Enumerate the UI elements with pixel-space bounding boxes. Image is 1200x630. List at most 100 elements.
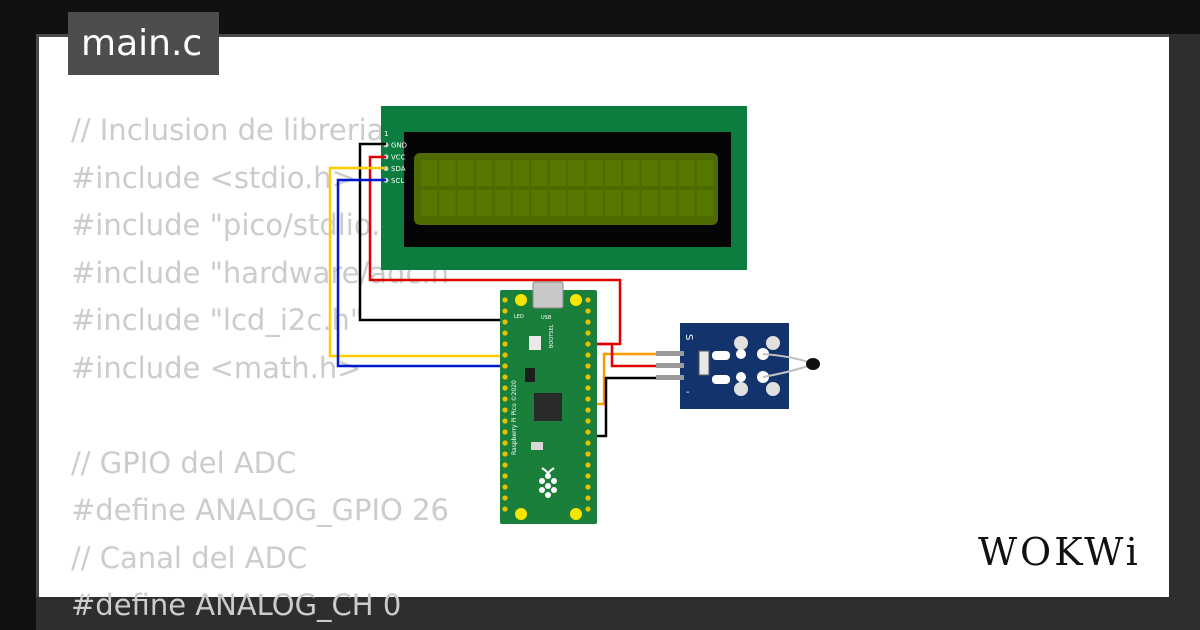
code-line: // Inclusion de librerias xyxy=(71,113,400,147)
file-tab[interactable]: main.c xyxy=(68,12,219,75)
lcd-character-cell xyxy=(623,190,640,216)
thermistor-lead-2 xyxy=(762,365,809,378)
lcd-character-cell xyxy=(568,160,585,186)
pico-pin-left[interactable] xyxy=(502,506,508,512)
pico-pin-right[interactable] xyxy=(585,385,591,391)
pico-pin-left[interactable] xyxy=(502,407,508,413)
sensor-minus-label: - xyxy=(686,387,690,398)
pico-pin-right[interactable] xyxy=(585,407,591,413)
usb-label: USB xyxy=(541,315,552,321)
pico-pin-right[interactable] xyxy=(585,473,591,479)
bootsel-button[interactable] xyxy=(529,336,541,350)
wire-gnd-sensor[interactable] xyxy=(587,376,660,438)
sensor-hole-4 xyxy=(766,382,780,396)
pico-pin-left[interactable] xyxy=(502,418,508,424)
lcd-character-cell xyxy=(641,190,658,216)
sensor-resistor xyxy=(698,350,710,376)
pico-pin-right[interactable] xyxy=(585,308,591,314)
pico-pin-right[interactable] xyxy=(585,451,591,457)
wire-vcc-sensor[interactable] xyxy=(587,342,660,368)
pico-pin-left[interactable] xyxy=(502,385,508,391)
pico-board-label: Raspberry Pi Pico ©2020 xyxy=(511,380,518,455)
pico-pin-left[interactable] xyxy=(502,451,508,457)
code-line: #include <stdio.h> xyxy=(71,160,356,195)
pico-pin-right[interactable] xyxy=(585,429,591,435)
bootsel-label: BOOTSEL xyxy=(549,324,555,348)
lcd-character-grid xyxy=(421,160,713,216)
raspberry-pi-pico[interactable]: USB LED BOOTSEL Raspberry Pi Pico ©2020 xyxy=(500,281,597,524)
pico-pin-right[interactable] xyxy=(585,495,591,501)
code-line: #define ANALOG_CH 0 xyxy=(71,588,402,622)
pico-pin-right[interactable] xyxy=(585,374,591,380)
sensor-board xyxy=(680,323,789,409)
code-line: // GPIO del ADC xyxy=(71,445,297,480)
lcd-character-cell xyxy=(623,160,640,186)
pico-pin-left[interactable] xyxy=(502,440,508,446)
mount-hole-top-left xyxy=(515,294,527,306)
sensor-hole-2 xyxy=(734,382,748,396)
pico-pin-left[interactable] xyxy=(502,308,508,314)
lcd-character-cell xyxy=(513,160,529,186)
pico-pin-left[interactable] xyxy=(502,341,508,347)
pico-pin-right[interactable] xyxy=(585,319,591,325)
pico-pin-left[interactable] xyxy=(502,462,508,468)
pico-pin-right[interactable] xyxy=(585,506,591,512)
pico-pin-right[interactable] xyxy=(585,330,591,336)
pico-pin-left[interactable] xyxy=(502,396,508,402)
pico-pin-right[interactable] xyxy=(585,341,591,347)
pico-pin-right[interactable] xyxy=(585,462,591,468)
sensor-pin-gnd[interactable] xyxy=(656,375,684,380)
pico-pin-right[interactable] xyxy=(585,484,591,490)
sensor-signal-label: S xyxy=(683,334,694,340)
pico-pin-left[interactable] xyxy=(502,352,508,358)
lcd-character-cell xyxy=(641,160,658,186)
lcd-character-cell xyxy=(421,190,437,216)
rp2040-chip xyxy=(534,393,562,421)
pico-pin-left[interactable] xyxy=(502,374,508,380)
pico-pin-left[interactable] xyxy=(502,484,508,490)
lcd-character-cell xyxy=(494,190,511,216)
lcd-character-cell xyxy=(678,160,695,186)
sensor-pin-vcc[interactable] xyxy=(656,363,684,368)
pico-pin-right[interactable] xyxy=(585,352,591,358)
lcd-character-cell xyxy=(549,190,566,216)
flash-chip xyxy=(525,368,535,382)
pico-pin-left[interactable] xyxy=(502,363,508,369)
wokwi-logo: WOKWi xyxy=(978,530,1141,574)
mount-hole-bottom-left xyxy=(515,508,527,520)
pico-pin-left[interactable] xyxy=(502,429,508,435)
pico-pin-right[interactable] xyxy=(585,396,591,402)
pico-pin-right[interactable] xyxy=(585,418,591,424)
wire-vcc-lcd[interactable] xyxy=(368,155,622,346)
pico-pin-left[interactable] xyxy=(502,297,508,303)
pico-pin-right[interactable] xyxy=(585,440,591,446)
pico-pin-right[interactable] xyxy=(585,297,591,303)
lcd-character-cell xyxy=(439,190,456,216)
code-line: #include "hardware/adc.h" xyxy=(71,255,463,290)
lcd-character-cell xyxy=(660,190,677,216)
sensor-pin-signal[interactable] xyxy=(656,351,684,356)
wire-scl-lcd[interactable] xyxy=(336,178,512,368)
ntc-temperature-sensor[interactable]: S - xyxy=(656,323,820,409)
lcd-character-cell xyxy=(439,160,456,186)
code-preview: // Inclusion de librerias #include <stdio… xyxy=(71,107,462,630)
wire-gnd-lcd[interactable] xyxy=(358,142,512,322)
lcd-pin-label: SCL xyxy=(391,177,404,185)
pico-pin-left[interactable] xyxy=(502,330,508,336)
sensor-hole-3 xyxy=(766,336,780,350)
pico-pin-right[interactable] xyxy=(585,363,591,369)
lcd-character-cell xyxy=(457,190,474,216)
pico-pin-left[interactable] xyxy=(502,319,508,325)
pico-pin-left[interactable] xyxy=(502,473,508,479)
code-line: #define ANALOG_GPIO 26 xyxy=(71,493,450,527)
usb-connector[interactable] xyxy=(532,281,564,309)
lcd-character-cell xyxy=(531,190,548,216)
sensor-hole-1 xyxy=(734,336,748,350)
lcd-pin-one-label: 1 xyxy=(384,130,388,138)
pico-pin-left[interactable] xyxy=(502,495,508,501)
wire-sda-lcd[interactable] xyxy=(328,166,512,358)
sensor-pad-1 xyxy=(712,351,730,360)
lcd-pin-label: VCC xyxy=(391,153,406,161)
